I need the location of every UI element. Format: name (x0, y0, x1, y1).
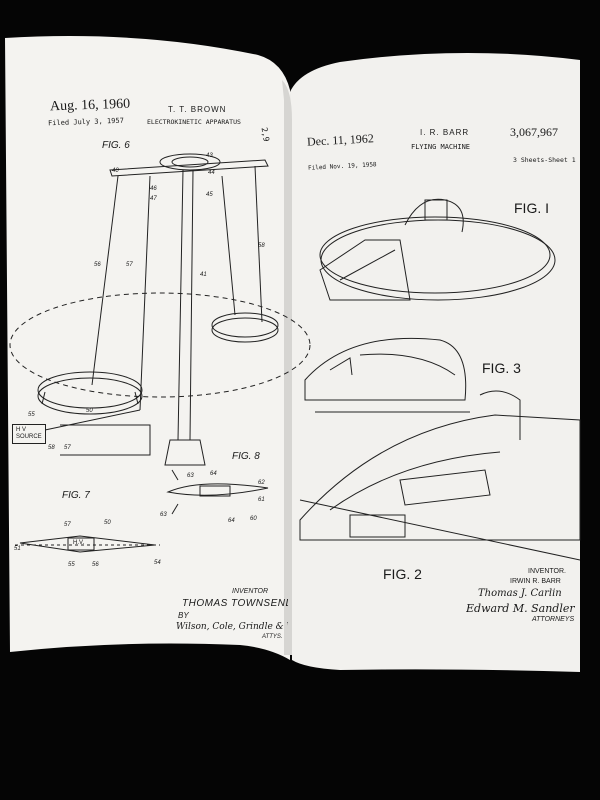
reference-numeral: 60 (250, 516, 257, 522)
reference-numeral: 54 (154, 560, 161, 566)
right-attorney-signature: Edward M. Sandler (466, 602, 575, 615)
hv-source-line2: SOURCE (16, 434, 42, 440)
hv-small-label: H.V. (73, 540, 85, 546)
fig3-label: FIG. 3 (482, 360, 521, 376)
reference-numeral: 55 (28, 412, 35, 418)
reference-numeral: 58 (258, 243, 265, 249)
reference-numeral: 57 (64, 522, 71, 528)
left-date: Aug. 16, 1960 (49, 96, 131, 115)
reference-numeral: 45 (206, 192, 213, 198)
left-attorney-signature: Wilson, Cole, Grindle & Watson (176, 622, 288, 632)
left-by: BY (178, 611, 189, 620)
reference-numeral: 55 (68, 562, 75, 568)
right-inventor-header: I. R. BARR (420, 128, 470, 137)
right-attorneys: ATTORNEYS (532, 616, 575, 623)
reference-numeral: 47 (150, 196, 157, 202)
right-page (290, 52, 580, 672)
fig6-label: FIG. 6 (102, 140, 130, 151)
left-inventor-header: T. T. BROWN (168, 105, 227, 114)
right-sheets: 3 Sheets-Sheet 1 (513, 156, 576, 164)
reference-numeral: 62 (258, 480, 265, 486)
right-inventor-name: IRWIN R. BARR (510, 578, 561, 585)
right-inventor-label: INVENTOR. (528, 568, 566, 575)
reference-numeral: 41 (200, 272, 207, 278)
right-title: FLYING MACHINE (411, 143, 471, 151)
reference-numeral: 57 (64, 445, 71, 451)
reference-numeral: 50 (104, 520, 111, 526)
left-title: ELECTROKINETIC APPARATUS (147, 118, 241, 126)
reference-numeral: 44 (208, 170, 215, 176)
reference-numeral: 64 (228, 518, 235, 524)
right-patent-number: 3,067,967 (510, 125, 558, 139)
fig2-label: FIG. 2 (383, 566, 422, 582)
reference-numeral: 56 (94, 262, 101, 268)
left-inventor-label: INVENTOR (232, 588, 269, 595)
reference-numeral: 50 (86, 408, 93, 414)
reference-numeral: 63 (187, 473, 194, 479)
fig1-label: FIG. I (514, 200, 549, 216)
book-spine-shadow (282, 80, 292, 655)
reference-numeral: 46 (150, 186, 157, 192)
right-by-signature: Thomas J. Carlin (478, 588, 562, 599)
reference-numeral: 43 (206, 153, 213, 159)
reference-numeral: 63 (160, 512, 167, 518)
reference-numeral: 56 (92, 562, 99, 568)
reference-numeral: 40 (112, 168, 119, 174)
left-attys: ATTYS. (262, 634, 283, 640)
hv-source-box: H V SOURCE (12, 424, 46, 444)
reference-numeral: 61 (258, 497, 265, 503)
left-page (5, 36, 290, 660)
fig7-label: FIG. 7 (62, 490, 90, 501)
hv-source-line1: H V (16, 427, 27, 433)
left-inventor-name: THOMAS TOWNSEND BROWN (182, 598, 288, 609)
reference-numeral: 51 (14, 546, 21, 552)
reference-numeral: 57 (126, 262, 133, 268)
reference-numeral: 64 (210, 471, 217, 477)
fig8-label: FIG. 8 (232, 451, 260, 462)
reference-numeral: 58 (48, 445, 55, 451)
